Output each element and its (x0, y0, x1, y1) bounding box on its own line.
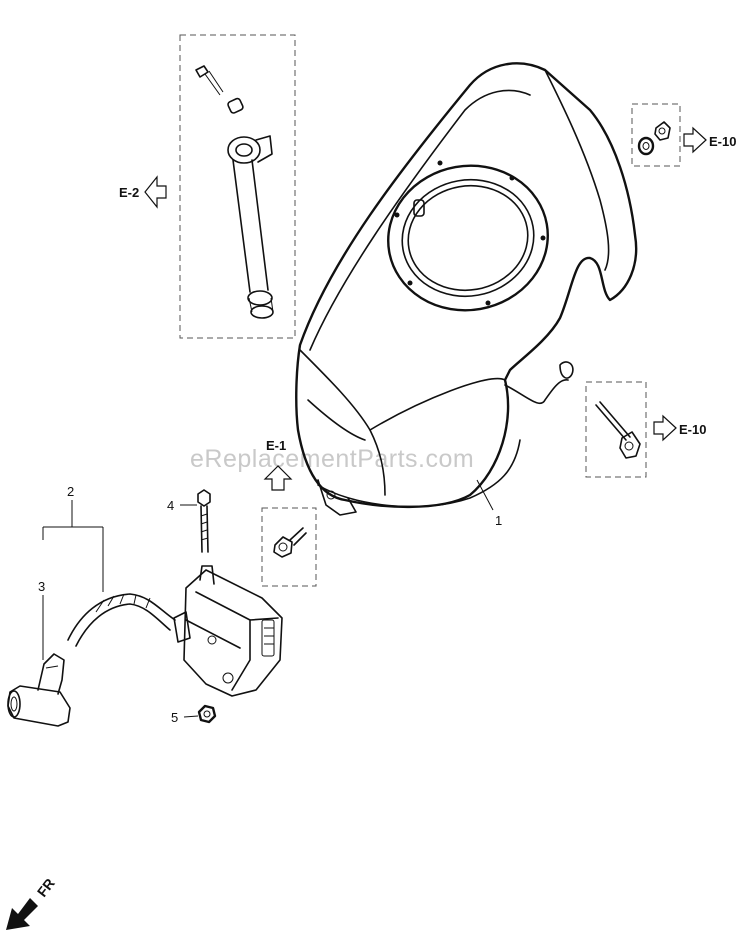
front-direction-label: FR (34, 875, 58, 900)
e10-bottom-ref-label: E-10 (679, 422, 706, 437)
watermark-text: eReplacementParts.com (190, 445, 474, 473)
callout-2-label: 2 (67, 484, 74, 499)
e1-ref-label: E-1 (266, 438, 286, 453)
e10-bottom-ref-arrow (653, 414, 677, 442)
callout-3-label: 3 (38, 579, 45, 594)
ignition-coil-part (173, 565, 283, 697)
callout-2-bracket (42, 500, 104, 592)
front-direction-arrow (6, 898, 38, 930)
e10-bottom-group-box (585, 381, 647, 478)
e2-ref-arrow (144, 175, 167, 209)
flange-bolt-part (273, 527, 307, 558)
e2-ref-label: E-2 (119, 185, 139, 200)
e10-top-ref-label: E-10 (709, 134, 736, 149)
callout-1-leader (476, 479, 494, 511)
ignition-lead-part (67, 593, 176, 647)
callout-5-label: 5 (171, 710, 178, 725)
fan-cover-part (295, 62, 638, 516)
coil-nut-part (197, 704, 217, 724)
e1-ref-arrow (263, 465, 293, 491)
e10-top-group-box (631, 103, 681, 167)
spark-plug-cap-part (7, 653, 71, 727)
e1-group-box (261, 507, 317, 587)
coil-bolt-part (197, 489, 211, 553)
callout-5-leader (183, 715, 199, 718)
shaft-tube-part (195, 65, 274, 319)
callout-4-label: 4 (167, 498, 174, 513)
washer-nut-part (637, 121, 671, 156)
callout-1-label: 1 (495, 513, 502, 528)
long-bolt-part (595, 401, 641, 459)
e10-top-ref-arrow (683, 126, 707, 154)
e2-group-box (179, 34, 296, 339)
